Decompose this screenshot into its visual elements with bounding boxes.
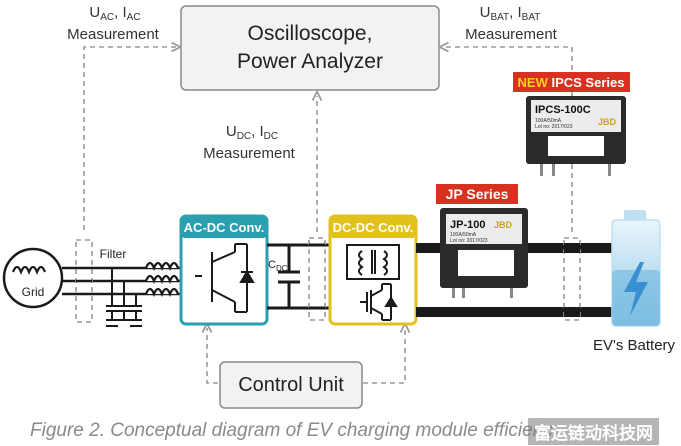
control-to-acdc-arrow (207, 328, 218, 384)
filter-inductors (144, 261, 180, 298)
jp-model: JP-100 (450, 219, 485, 231)
bolt-icon (624, 262, 648, 316)
control-unit: Control Unit (219, 361, 363, 409)
dcdc-converter: DC-DC Conv. (328, 214, 418, 326)
watermark: 富运链动科技网 (528, 418, 659, 445)
acdc-title: AC-DC Conv. (184, 220, 265, 235)
grid-source: Grid (2, 247, 64, 309)
battery-label: EV's Battery (593, 337, 676, 354)
jp-brand: JBD (494, 220, 513, 230)
filter-label: Filter (100, 247, 127, 261)
ac-measurement-word: Measurement (67, 26, 160, 43)
ipcs-brand: JBD (598, 117, 617, 127)
jp-spec1: 100A/50mA (450, 232, 477, 238)
dcdc-switch-icon (360, 283, 398, 321)
ipcs-spec2: Lot no: 2017/023 (535, 124, 573, 130)
ac-measurement-label: UAC, IAC Measurement (67, 4, 160, 43)
jp-series-label: JP Series (446, 186, 509, 202)
bat-arrow (444, 47, 573, 232)
grid-label: Grid (22, 285, 45, 299)
oscilloscope-box: Oscilloscope, Power Analyzer (180, 5, 440, 91)
control-to-dcdc-arrow (363, 328, 405, 384)
control-unit-label: Control Unit (238, 374, 344, 396)
ac-arrow (83, 47, 176, 230)
ipcs-spec1: 100A/50mA (535, 118, 562, 124)
dc-measurement-word: Measurement (203, 145, 296, 162)
bat-measurement-word: Measurement (465, 26, 558, 43)
jp-sensor: JP Series JP-100 JBD 100A/50mA Lot no: 2… (436, 184, 528, 298)
bat-measurement-label: UBAT, IBAT Measurement (465, 4, 558, 43)
measurement-arrows (83, 47, 573, 384)
oscilloscope-line1: Oscilloscope, (248, 22, 373, 45)
dc-current-probe (308, 237, 326, 321)
acdc-switch-icon (195, 243, 255, 313)
jp-spec2: Lot no: 2017/023 (450, 238, 488, 244)
dcdc-transformer-icon (346, 244, 400, 280)
grid-coil-icon (11, 265, 47, 275)
cdc-label: CDC (268, 259, 288, 273)
filter-capacitors (106, 268, 142, 327)
ipcs-sensor: NEW IPCS Series IPCS-100C JBD 100A/50mA … (513, 72, 630, 176)
ipcs-model: IPCS-100C (535, 104, 591, 116)
bat-measurement-quantities: UBAT, IBAT (480, 4, 541, 23)
acdc-converter: AC-DC Conv. (179, 214, 269, 326)
ev-battery: EV's Battery (593, 210, 676, 354)
ac-wiring-over (76, 266, 92, 296)
dc-measurement-quantities: UDC, IDC (226, 123, 278, 142)
dcdc-title: DC-DC Conv. (333, 220, 414, 235)
dc-measurement-label: UDC, IDC Measurement (203, 123, 296, 162)
ipcs-series-label: NEW IPCS Series (518, 75, 625, 90)
figure-caption: Figure 2. Conceptual diagram of EV charg… (30, 420, 553, 441)
ac-measurement-quantities: UAC, IAC (89, 4, 140, 23)
bat-current-probe (563, 237, 581, 321)
oscilloscope-line2: Power Analyzer (237, 50, 383, 73)
